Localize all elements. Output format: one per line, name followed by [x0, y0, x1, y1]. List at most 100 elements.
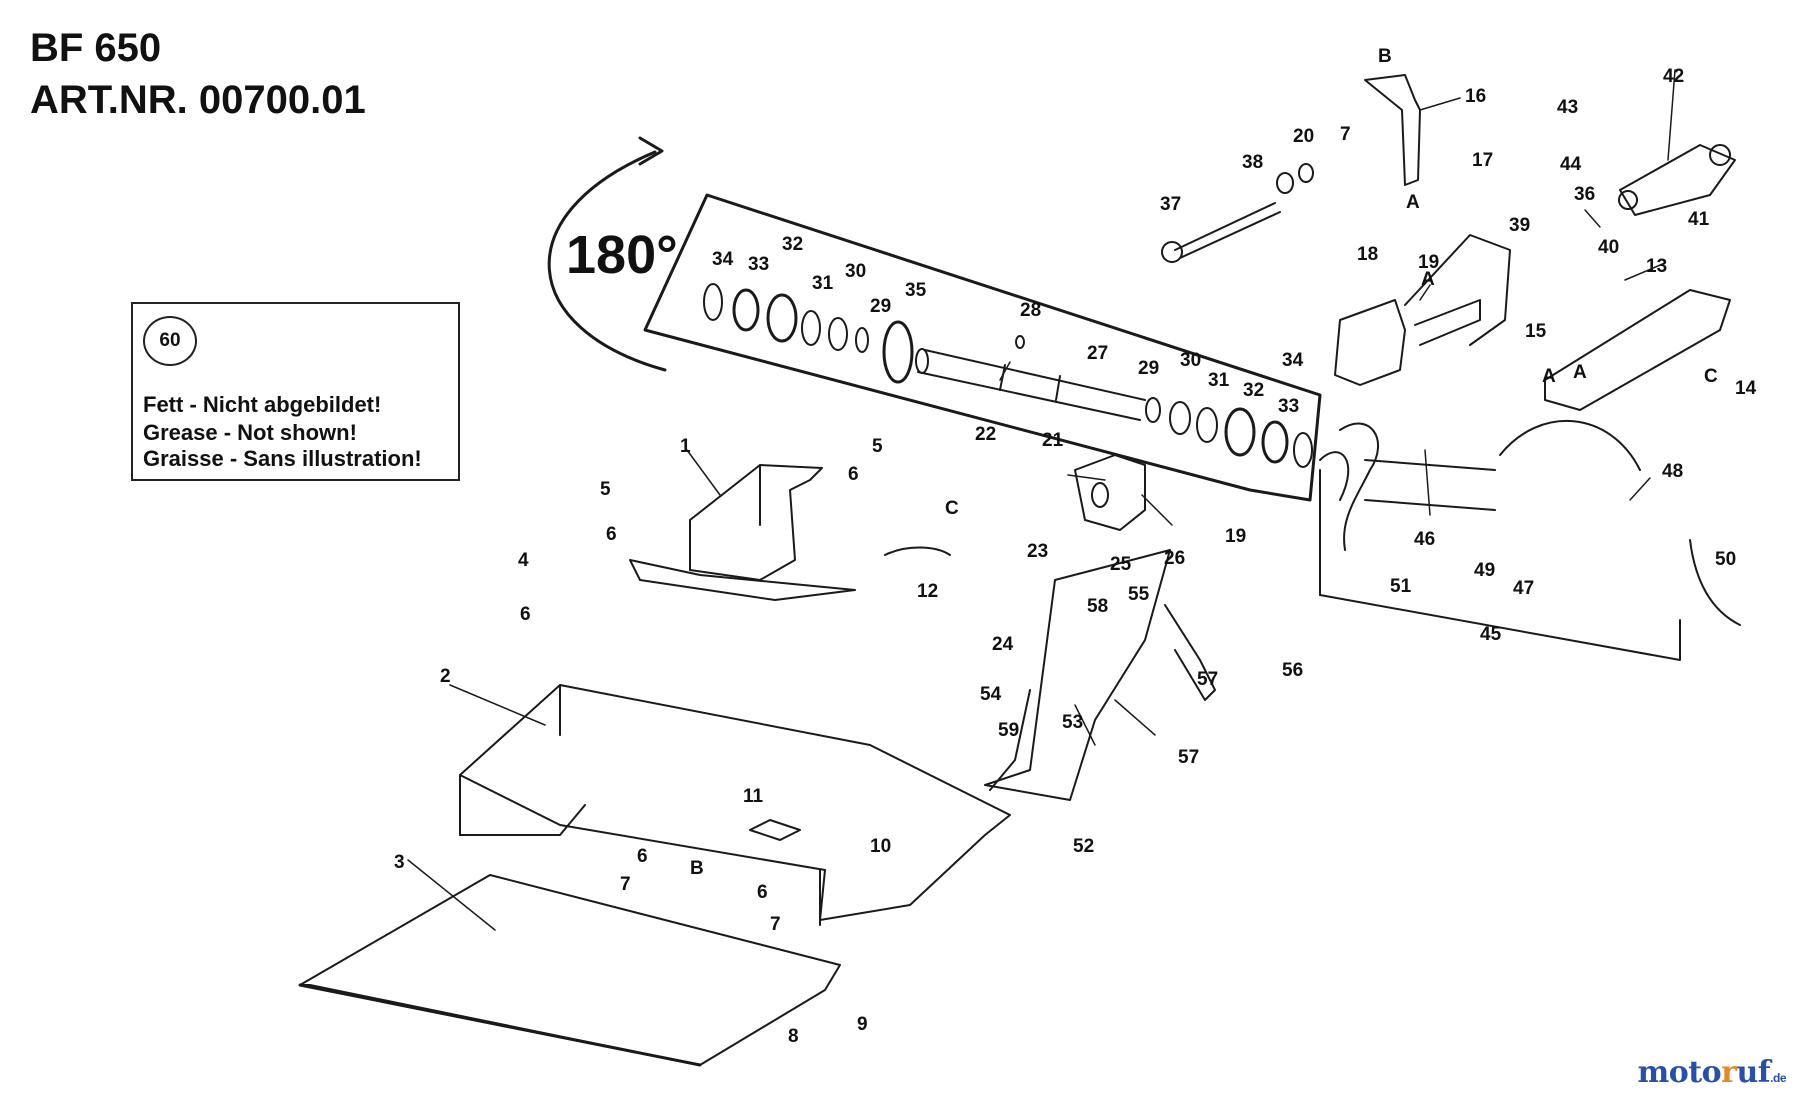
part-label: 5	[600, 479, 611, 500]
grease-part-number: 60	[143, 316, 197, 366]
part-label: 23	[1027, 541, 1048, 562]
hitch-42	[1618, 144, 1736, 216]
ring-31-right	[1196, 407, 1218, 443]
part-label: 12	[917, 581, 938, 602]
gearbox-19-lower	[1074, 454, 1146, 531]
part-label: 53	[1062, 712, 1083, 733]
part-label: 7	[620, 874, 631, 895]
ring-31-left	[801, 310, 821, 346]
part-label: 45	[1480, 624, 1502, 645]
part-label: 51	[1390, 576, 1412, 597]
part-label: 28	[1020, 300, 1041, 321]
article-number: ART.NR. 00700.01	[30, 78, 366, 122]
support-13	[1544, 289, 1731, 411]
part-label: 26	[1164, 548, 1185, 569]
part-label: 19	[1418, 252, 1439, 273]
part-label: 54	[980, 684, 1002, 705]
part-label: 6	[606, 524, 617, 545]
reference-label: A	[1406, 192, 1420, 213]
reference-label: A	[1542, 366, 1556, 387]
motoruf-logo: motoruf.de	[1638, 1055, 1787, 1090]
part-label: 37	[1160, 194, 1181, 215]
part-label: 13	[1646, 256, 1667, 277]
part-label: 56	[1282, 660, 1303, 681]
part-label: 9	[857, 1014, 868, 1035]
shaft-assembly-frame	[643, 193, 1322, 502]
logo-suffix: .de	[1770, 1071, 1786, 1085]
tiller-frame-45	[1319, 469, 1681, 661]
cover-52	[984, 549, 1171, 801]
pin-28	[1015, 335, 1025, 349]
tine-50	[1689, 539, 1741, 626]
part-label: 8	[788, 1026, 799, 1047]
part-label: 58	[1087, 596, 1108, 617]
part-label: 39	[1509, 215, 1530, 236]
part-label: 48	[1662, 461, 1683, 482]
grease-note-de: Fett - Nicht abgebildet!	[143, 392, 382, 417]
part-label: 44	[1560, 154, 1582, 175]
part-label: 6	[520, 604, 531, 625]
model-title: BF 650	[30, 26, 162, 70]
part-label: 11	[743, 786, 764, 807]
ring-34-right	[1293, 432, 1313, 468]
ring-30-right	[1169, 401, 1191, 435]
rotation-degrees: 180°	[566, 225, 678, 285]
part-label: 22	[975, 424, 996, 445]
part-label: 57	[1178, 747, 1199, 768]
reference-label: C	[945, 498, 959, 519]
ring-29-right	[1145, 397, 1161, 423]
part-label: 18	[1357, 244, 1378, 265]
part-label: 27	[1087, 343, 1108, 364]
part-label: 5	[872, 436, 883, 457]
part-label: 43	[1557, 97, 1578, 118]
bearing-32-left	[766, 293, 798, 343]
tiller-shaft-46	[1319, 422, 1496, 551]
part-label: 46	[1414, 529, 1435, 550]
bracket-1	[629, 464, 856, 601]
part-label: 49	[1474, 560, 1495, 581]
part-label: 42	[1663, 66, 1684, 87]
ring-34-left	[703, 283, 723, 321]
part-label: 52	[1073, 836, 1094, 857]
ring-29-left	[855, 327, 869, 353]
part-label: 47	[1513, 578, 1534, 599]
part-label: 33	[748, 254, 769, 275]
reference-label: A	[1421, 269, 1435, 290]
bearing-33-left	[732, 288, 760, 332]
part-label: 4	[518, 550, 529, 571]
part-label: 59	[998, 720, 1019, 741]
bracket-16	[1364, 74, 1421, 186]
part-label: 16	[1465, 86, 1486, 107]
part-label: 29	[870, 296, 891, 317]
ring-30-left	[828, 317, 848, 351]
cover-2	[459, 684, 1011, 926]
part-label: 31	[1208, 370, 1230, 391]
bearing-32-right	[1224, 407, 1256, 457]
grease-note-en: Grease - Not shown!	[143, 420, 357, 445]
part-label: 35	[905, 280, 927, 301]
part-label: 32	[782, 234, 803, 255]
clip-12	[884, 546, 951, 556]
nut-38	[1276, 172, 1294, 194]
logo-part-2: r	[1721, 1055, 1737, 1090]
part-label: 3	[394, 852, 405, 873]
part-label: 55	[1128, 584, 1150, 605]
part-label: 30	[1180, 350, 1201, 371]
gearbox-19-upper	[1334, 234, 1511, 386]
bracket-55	[1164, 604, 1216, 701]
part-label: 20	[1293, 126, 1314, 147]
part-label: 25	[1110, 554, 1132, 575]
part-label: 34	[1282, 350, 1304, 371]
part-label: 21	[1042, 430, 1064, 451]
reference-label: B	[690, 858, 704, 879]
reference-label: C	[1704, 366, 1718, 387]
part-label: 17	[1472, 150, 1493, 171]
part-label: 7	[770, 914, 781, 935]
part-label: 14	[1735, 378, 1757, 399]
part-label: 29	[1138, 358, 1159, 379]
rotation-arrowhead	[638, 136, 664, 166]
gear-35	[882, 320, 914, 384]
